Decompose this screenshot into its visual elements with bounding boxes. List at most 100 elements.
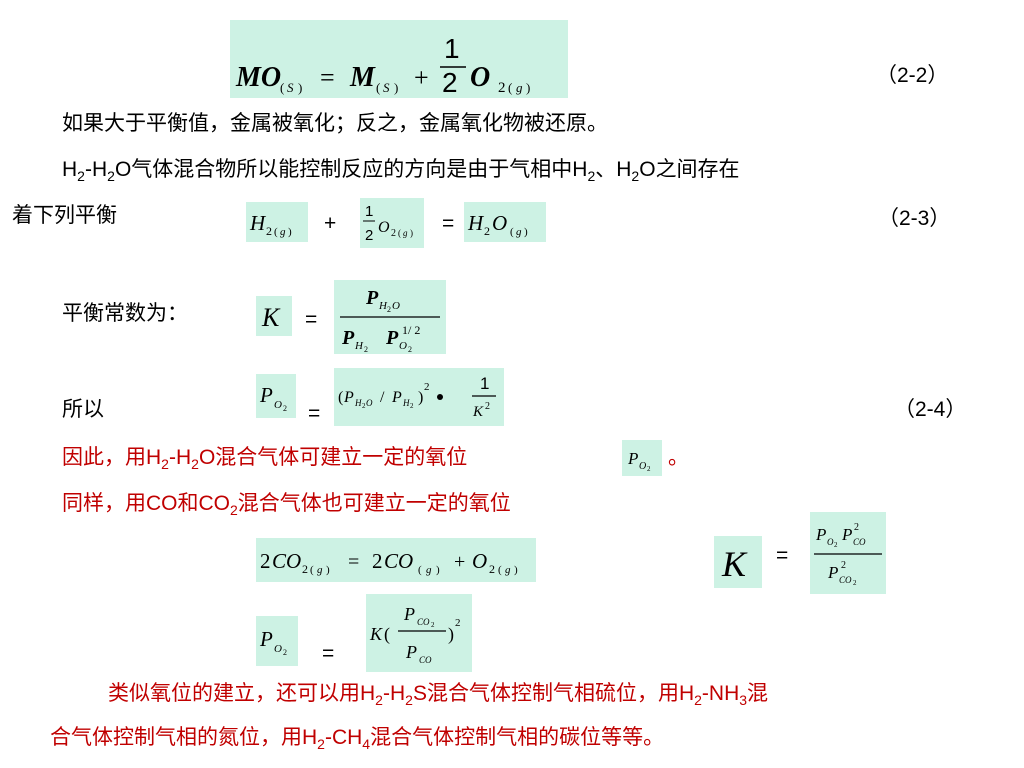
svg-text:2: 2	[266, 224, 272, 238]
svg-text:P: P	[627, 449, 638, 468]
svg-text:O: O	[274, 643, 282, 655]
svg-text:O: O	[472, 549, 487, 573]
formula-po2-co-expression-graphic: K ( P CO 2 P CO ) 2	[369, 604, 461, 665]
symbol-po2-graphic: P O 2	[259, 383, 287, 413]
svg-text:O: O	[470, 62, 490, 93]
equals-sign-2-4: =	[308, 402, 321, 425]
svg-text:2: 2	[391, 228, 396, 239]
svg-text:P: P	[259, 627, 273, 651]
svg-text:2: 2	[387, 305, 391, 314]
symbol-po2-co-graphic: P O 2	[259, 627, 287, 657]
svg-text:g: g	[426, 564, 432, 576]
red-line2-prefix: 同样，用	[62, 492, 146, 515]
red-line1-prefix: 因此，用	[62, 446, 146, 469]
formula-po2-expression-graphic: ( P H 2 O / P H 2 ) 2 1 K 2	[338, 374, 496, 420]
formula-k-expression: P H 2 O P P H 2 O 2 1/ 2	[334, 280, 446, 354]
formula-k-co-expression-graphic: P O 2 P CO 2 P CO 2 2	[814, 522, 882, 587]
svg-text:2: 2	[260, 549, 271, 573]
svg-text:P: P	[259, 383, 273, 407]
svg-text:O: O	[639, 461, 646, 472]
equals-sign-po2-co: =	[322, 642, 335, 665]
svg-text:K: K	[261, 303, 281, 332]
formula-eq-2-2-graphic: MO ( S ) = M ( S ) + 1 2 O 2 ( g )	[235, 33, 530, 98]
equation-number-2-4: （2-4）	[894, 398, 967, 421]
svg-text:O: O	[392, 300, 400, 312]
red-line1-end: 。	[668, 446, 689, 469]
svg-text:2: 2	[498, 80, 506, 96]
svg-text:CO: CO	[417, 617, 430, 627]
svg-text:2: 2	[408, 345, 412, 354]
equals-sign-k: =	[305, 308, 318, 331]
formula-h2o-inline: H2O	[616, 158, 656, 185]
svg-text:2: 2	[372, 549, 383, 573]
svg-text:(: (	[508, 80, 512, 95]
svg-text:P: P	[827, 563, 838, 582]
formula-co2-decomposition: 2 CO 2 ( g ) = 2 CO ( g ) + O 2 ( g )	[256, 538, 536, 582]
svg-text:): )	[410, 228, 413, 238]
svg-text:P: P	[405, 642, 417, 662]
formula-h2-g-graphic: H 2 ( g )	[249, 211, 292, 238]
red-text-co-co2-oxygen-potential: 同样，用CO和CO2混合气体也可建立一定的氧位	[62, 490, 511, 518]
svg-text:g: g	[516, 80, 523, 95]
paragraph-other-potentials-line2: 合气体控制气相的氮位，用H2-CH4混合气体控制气相的碳位等等。	[50, 724, 664, 752]
formula-h2-h2o-inline: H2-H2O	[62, 158, 132, 185]
svg-text:g: g	[317, 564, 323, 576]
final-para-p3: 混	[747, 682, 769, 705]
svg-text:): )	[326, 564, 330, 576]
formula-h2-h2s: H2-H2S	[360, 682, 427, 709]
equals-sign-k-co: =	[776, 544, 789, 567]
svg-text:(: (	[338, 389, 343, 406]
svg-text:S: S	[287, 80, 294, 95]
svg-text:2: 2	[302, 562, 308, 576]
final-para-p4: 合气体控制气相的氮位，用	[50, 726, 302, 749]
svg-text:2: 2	[853, 579, 857, 587]
svg-text:2: 2	[841, 560, 846, 571]
svg-text:(: (	[398, 228, 401, 238]
svg-text:P: P	[403, 604, 415, 624]
svg-text:1: 1	[365, 203, 373, 220]
svg-text:g: g	[403, 228, 408, 238]
formula-h2-ch4: H2-CH4	[302, 726, 371, 753]
svg-text:H: H	[354, 398, 362, 408]
formula-k-expression-graphic: P H 2 O P P H 2 O 2 1/ 2	[340, 287, 440, 354]
formula-half-o2-g: 1 2 O 2 ( g )	[360, 198, 424, 248]
svg-text:2: 2	[410, 402, 414, 410]
symbol-k-graphic: K	[261, 303, 281, 332]
paragraph-h2-h2o-part2: 之间存在	[655, 158, 740, 181]
svg-text:(: (	[376, 80, 380, 95]
paragraph-h2-h2o-part1: 气体混合物所以能控制反应的方向是由于气相中	[131, 158, 573, 181]
svg-text:+: +	[414, 63, 429, 92]
svg-text:CO: CO	[853, 537, 866, 547]
svg-text:P: P	[341, 327, 355, 349]
svg-text:g: g	[280, 226, 286, 238]
svg-text:(: (	[418, 564, 422, 576]
formula-h2-nh3: H2-NH3	[678, 682, 748, 709]
svg-text:2: 2	[489, 562, 495, 576]
svg-text:g: g	[516, 226, 522, 238]
formula-h2o-g: H 2 O ( g )	[464, 202, 546, 242]
svg-text:K: K	[472, 404, 484, 420]
formula-h2o-g-graphic: H 2 O ( g )	[467, 211, 528, 238]
svg-text:K: K	[369, 624, 383, 644]
svg-text:): )	[288, 226, 292, 238]
svg-text:P: P	[391, 389, 402, 406]
svg-text:): )	[524, 226, 528, 238]
svg-text:(: (	[384, 624, 390, 645]
red-line1-suffix: 混合气体可建立一定的氧位	[215, 446, 468, 469]
svg-text:/: /	[380, 389, 385, 406]
formula-h2-inline: H2	[572, 158, 596, 185]
svg-text:H: H	[467, 211, 485, 235]
svg-text:P: P	[841, 525, 852, 544]
svg-text:): )	[526, 80, 530, 95]
svg-text:H: H	[249, 211, 267, 235]
equation-number-2-3: （2-3）	[878, 207, 951, 230]
svg-text:O: O	[827, 537, 834, 547]
separator: 、	[595, 158, 617, 181]
svg-text:2: 2	[424, 381, 430, 393]
svg-text:): )	[418, 389, 423, 406]
svg-text:O: O	[378, 219, 390, 236]
svg-text:1: 1	[444, 33, 460, 64]
formula-half-o2-g-graphic: 1 2 O 2 ( g )	[363, 203, 413, 244]
svg-text:MO: MO	[235, 62, 281, 93]
svg-text:+: +	[454, 551, 465, 573]
